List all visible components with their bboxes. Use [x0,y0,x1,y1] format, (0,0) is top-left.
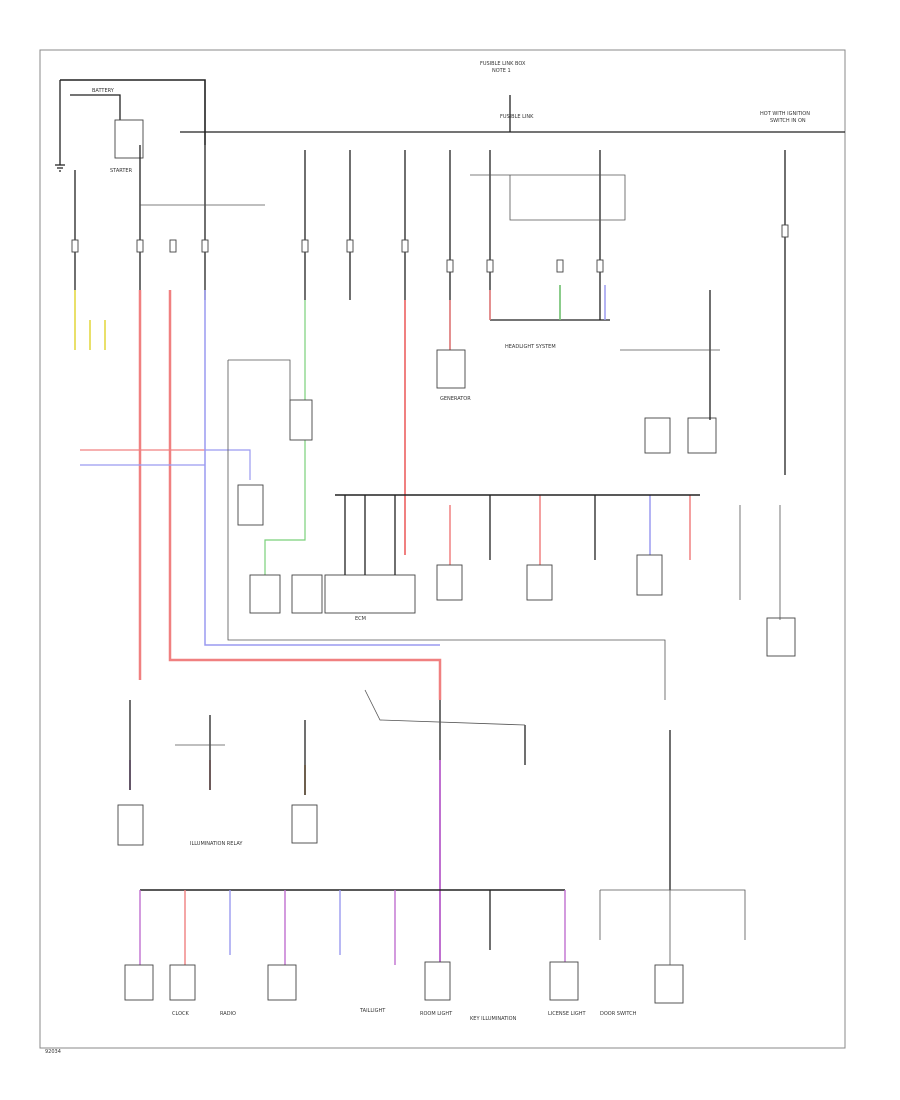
ecm-box [324,574,416,614]
licence-light-box [549,961,579,1001]
power-window-box [766,617,796,657]
battery-label-top: BATTERY [92,88,115,94]
ecm-label: ECM [355,616,366,622]
battery-circuit: STARTER BATTERY [55,79,206,174]
combination-meter-box [249,574,281,614]
bottom-components: CLOCK RADIO ROOM LIGHT KEY ILLUMINATION … [124,961,684,1022]
middle-components: GENERATOR ECM [237,349,796,657]
fuse-row-top [71,224,789,273]
top-right-label-2: SWITCH IN ON [770,118,806,124]
main-relay-box [289,399,313,441]
colored-wire-set [74,285,691,975]
lower-section: ILLUMINATION RELAY [117,689,671,890]
generator-label: GENERATOR [440,396,471,402]
horn-relay-box [644,417,671,454]
fan-relay-box [687,417,717,454]
clock-relay-box [117,804,144,846]
combination-meter-bottom-box [267,964,297,1001]
room-light-box [424,961,451,1001]
key-illumination-label: KEY ILLUMINATION [470,1016,517,1022]
clock-box [169,964,196,1001]
rear-window-box [654,964,684,1004]
taillight-label: TAILLIGHT [359,1008,386,1014]
clock-label: CLOCK [172,1011,190,1017]
radio-label: RADIO [220,1011,236,1017]
top-center-label-1: FUSIBLE LINK BOX [480,61,526,67]
door-switch-label: DOOR SWITCH [600,1011,637,1017]
battery-label: STARTER [110,168,133,174]
illumination-label: ILLUMINATION RELAY [190,841,243,847]
license-light-label: LICENSE LIGHT [548,1011,586,1017]
battery-symbol [114,119,144,159]
top-right-label-1: HOT WITH IGNITION [760,111,810,117]
tcm-box [237,484,264,526]
electrical-load-box [526,564,553,601]
fuel-pump-box [436,564,463,601]
engine-control-box [291,574,323,614]
fusible-link-label: FUSIBLE LINK [500,114,534,120]
diagram-frame [39,49,846,1049]
room-light-label: ROOM LIGHT [420,1011,453,1017]
generator-box [436,349,466,389]
top-center-label-2: NOTE 1 [492,68,511,74]
cruise-control-box [124,964,154,1001]
abs-box [291,804,318,844]
footer-code: 92034 [45,1049,61,1055]
headlight-system-label: HEADLIGHT SYSTEM [505,344,556,350]
fuel-relay-box [636,554,663,596]
